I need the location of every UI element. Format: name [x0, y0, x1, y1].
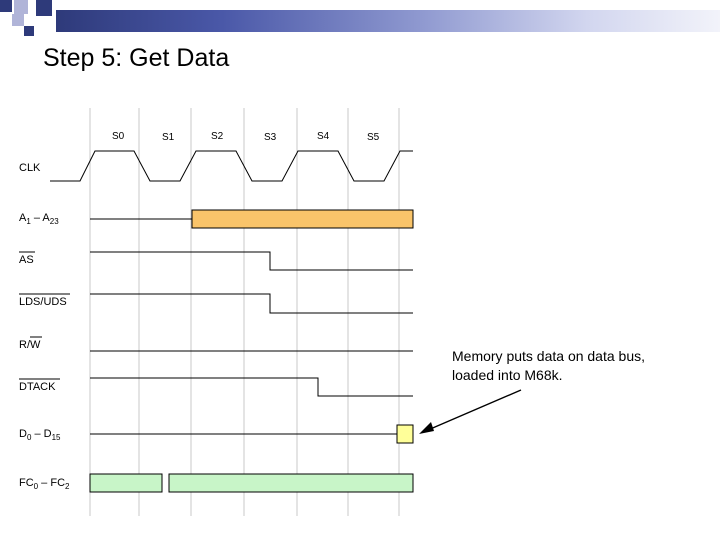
state-label-s3: S3	[264, 132, 277, 143]
lds-uds-waveform	[90, 293, 413, 314]
signal-label-address: A1 – A23	[19, 212, 59, 226]
state-label-s2: S2	[211, 131, 224, 142]
corner-square-mid	[14, 0, 28, 14]
annotation-arrow-line	[427, 389, 522, 431]
arrowhead-icon	[419, 422, 434, 434]
signal-label-lds-uds: LDS/UDS	[19, 296, 67, 308]
signal-label-data: D0 – D15	[19, 428, 61, 442]
fc-region-current	[168, 473, 414, 493]
corner-square-lower	[12, 14, 24, 26]
dtack-waveform	[90, 377, 413, 397]
corner-square-lower-dark	[24, 26, 34, 36]
address-valid-region	[191, 209, 414, 229]
clk-waveform	[50, 150, 413, 182]
signal-label-fc: FC0 – FC2	[19, 477, 70, 491]
state-label-s1: S1	[162, 132, 175, 143]
corner-square-right	[36, 0, 52, 16]
corner-square-top-left	[0, 0, 12, 12]
slide-title: Step 5: Get Data	[43, 44, 230, 72]
annotation-text: Memory puts data on data bus, loaded int…	[452, 347, 692, 385]
signal-label-rw: R/W	[19, 339, 41, 351]
annotation-line-1: Memory puts data on data bus,	[452, 348, 645, 364]
signal-label-dtack: DTACK	[19, 381, 56, 393]
fc-region-previous	[89, 473, 163, 493]
state-label-s5: S5	[367, 132, 380, 143]
grid-lines	[89, 108, 400, 516]
signal-label-as: AS	[19, 254, 34, 266]
state-label-s0: S0	[112, 131, 125, 142]
data-valid-region	[396, 424, 414, 444]
signal-label-clk: CLK	[19, 162, 41, 174]
as-waveform	[90, 251, 413, 271]
annotation-line-2: loaded into M68k.	[452, 367, 563, 383]
header-gradient-bar	[56, 10, 720, 32]
state-label-s4: S4	[317, 131, 330, 142]
